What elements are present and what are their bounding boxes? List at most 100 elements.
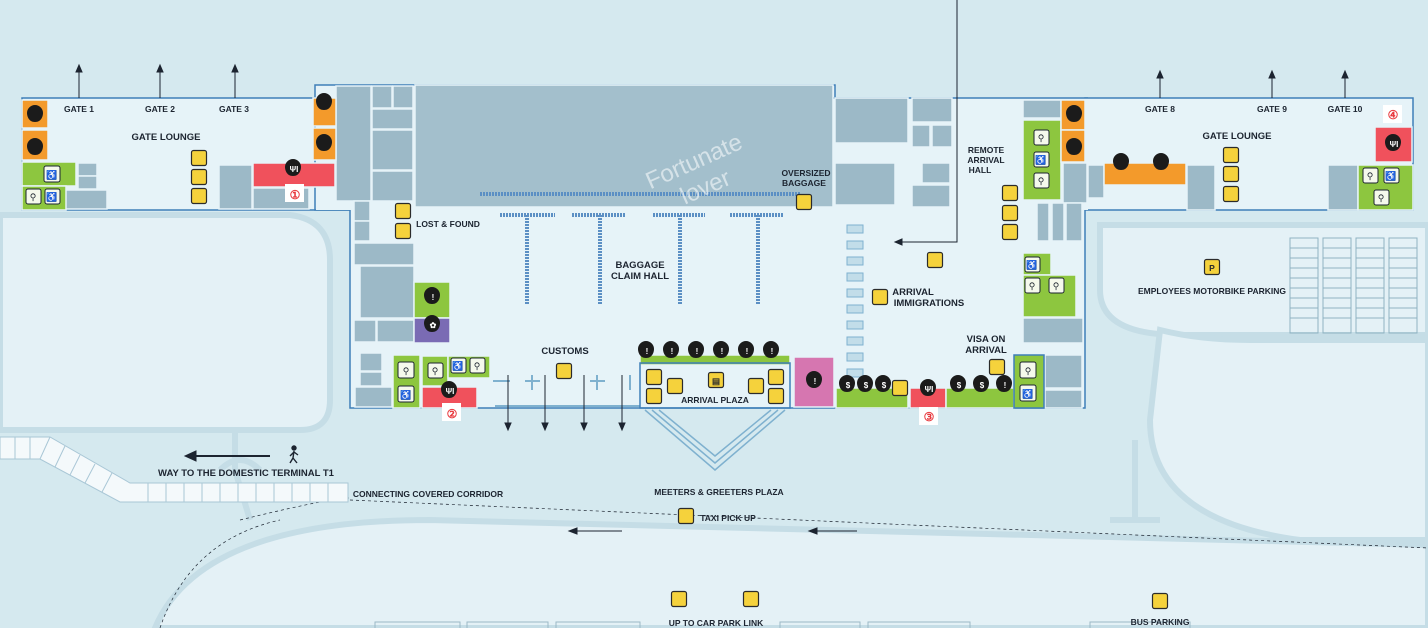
arrival-plaza-label: ARRIVAL PLAZA bbox=[681, 395, 749, 405]
shop-icon[interactable] bbox=[190, 149, 208, 167]
svg-text:P: P bbox=[1209, 263, 1215, 273]
gate-lounge-right-label: GATE LOUNGE bbox=[1203, 131, 1272, 142]
covered-corridor-label: CONNECTING COVERED CORRIDOR bbox=[353, 489, 503, 499]
baby-care-icon bbox=[1362, 167, 1379, 184]
shop-icon[interactable] bbox=[742, 590, 760, 608]
shop-icon[interactable] bbox=[1222, 146, 1240, 164]
baby-care-icon bbox=[1024, 277, 1041, 294]
customs-booths bbox=[493, 375, 640, 407]
baggage-claim-label-2: CLAIM HALL bbox=[611, 271, 669, 282]
bus-icon[interactable] bbox=[1151, 592, 1169, 610]
accessible-toilet-icon bbox=[1024, 256, 1041, 273]
customs-icon[interactable] bbox=[555, 362, 573, 380]
gate-labels: GATE 1 GATE 2 GATE 3 GATE 8 GATE 9 GATE … bbox=[64, 104, 1363, 114]
motorbike-parking-lots bbox=[1289, 237, 1418, 334]
svg-text:ΨΙ: ΨΙ bbox=[925, 385, 934, 394]
flow-arrows bbox=[75, 0, 1349, 535]
escalator-icon[interactable] bbox=[190, 168, 208, 186]
lockers-pin-icon[interactable] bbox=[27, 138, 43, 155]
stairs-icon[interactable] bbox=[670, 590, 688, 608]
svg-text:!: ! bbox=[771, 347, 774, 356]
arrival-plaza-area bbox=[639, 362, 791, 409]
lockers-pin-icon[interactable] bbox=[1066, 138, 1082, 155]
svg-text:⚲: ⚲ bbox=[1038, 176, 1045, 186]
gate-2-label: GATE 2 bbox=[145, 104, 175, 114]
lockers-pin-icon[interactable] bbox=[316, 93, 332, 110]
stairs-icon[interactable] bbox=[1222, 185, 1240, 203]
remote-arrival-label-3: HALL bbox=[969, 165, 992, 175]
lockers-pin-icon[interactable] bbox=[27, 105, 43, 122]
svg-text:⚲: ⚲ bbox=[1053, 281, 1060, 291]
lockers-pin-icon[interactable] bbox=[1066, 105, 1082, 122]
shop-icon[interactable] bbox=[1001, 184, 1019, 202]
svg-text:!: ! bbox=[1004, 381, 1007, 390]
restaurant-number-3: ③ bbox=[924, 410, 935, 424]
connecting-corridor bbox=[0, 436, 349, 503]
stairs-icon[interactable] bbox=[747, 377, 765, 395]
restroom-icon bbox=[1373, 189, 1390, 206]
taxi-icon[interactable] bbox=[677, 507, 695, 525]
visa-arrival-label-2: ARRIVAL bbox=[965, 345, 1007, 356]
svg-text:♿: ♿ bbox=[1385, 170, 1396, 181]
svg-text:ΨΙ: ΨΙ bbox=[446, 387, 455, 396]
svg-text:!: ! bbox=[671, 347, 674, 356]
shop-icon[interactable] bbox=[645, 368, 663, 386]
svg-text:⚲: ⚲ bbox=[1378, 193, 1385, 203]
restaurant-number-2: ② bbox=[447, 407, 458, 421]
svg-text:!: ! bbox=[746, 347, 749, 356]
shop-pin-icon[interactable] bbox=[1153, 153, 1169, 170]
accessible-toilet-icon bbox=[44, 188, 61, 205]
amenity-glyphs: ♿⚲♿ ⚲♿⚲ ♿⚲ ⚲♿ ⚲♿⚲ ♿⚲⚲ ⚲♿⚲ bbox=[30, 133, 1397, 400]
accessible-toilet-icon bbox=[1019, 384, 1037, 402]
svg-text:!: ! bbox=[721, 347, 724, 356]
svg-text:♿: ♿ bbox=[46, 191, 57, 202]
restroom-icon bbox=[25, 188, 42, 205]
car-park-link-label: UP TO CAR PARK LINK bbox=[669, 618, 764, 628]
stairs-icon[interactable] bbox=[1001, 223, 1019, 241]
oversized-label-1: OVERSIZED bbox=[781, 168, 830, 178]
svg-text:⚲: ⚲ bbox=[1367, 171, 1374, 181]
escalator-icon[interactable] bbox=[1222, 165, 1240, 183]
accessible-toilet-icon bbox=[397, 385, 415, 403]
shop-icon[interactable] bbox=[767, 368, 785, 386]
restroom-icon bbox=[397, 361, 415, 379]
svg-text:⚲: ⚲ bbox=[1029, 281, 1036, 291]
oversized-baggage-icon[interactable] bbox=[795, 193, 813, 211]
building-blocks bbox=[64, 84, 1359, 409]
lockers-pin-icon[interactable] bbox=[316, 134, 332, 151]
gate-8-label: GATE 8 bbox=[1145, 104, 1175, 114]
area-labels: GATE LOUNGE GATE LOUNGE LOST & FOUND BAG… bbox=[132, 131, 1287, 628]
gate-1-label: GATE 1 bbox=[64, 104, 94, 114]
stairs-icon[interactable] bbox=[190, 187, 208, 205]
escalator-icon[interactable] bbox=[767, 387, 785, 405]
amenity-icons bbox=[25, 129, 1400, 403]
lost-found-icon[interactable] bbox=[394, 202, 412, 220]
immigration-booths bbox=[846, 224, 864, 378]
svg-text:✿: ✿ bbox=[430, 321, 437, 330]
escalator-icon[interactable] bbox=[645, 387, 663, 405]
greeters-funnel bbox=[644, 409, 786, 471]
domestic-terminal-label: WAY TO THE DOMESTIC TERMINAL T1 bbox=[158, 468, 335, 479]
visa-icon[interactable] bbox=[988, 358, 1006, 376]
restaurant-number-4: ④ bbox=[1388, 108, 1399, 122]
thermometer-icon[interactable] bbox=[926, 251, 944, 269]
taxi-pickup-label: TAXI PICK UP bbox=[700, 513, 756, 523]
visa-arrival-label-1: VISA ON bbox=[967, 334, 1006, 345]
accessible-toilet-icon bbox=[1383, 167, 1400, 184]
svg-text:$: $ bbox=[957, 381, 962, 390]
svg-text:⚲: ⚲ bbox=[1025, 366, 1032, 376]
facility-icon-glyphs: P ▤ bbox=[712, 263, 1215, 386]
svg-text:▤: ▤ bbox=[712, 376, 720, 386]
customs-label: CUSTOMS bbox=[541, 346, 588, 357]
oversized-label-2: BAGGAGE bbox=[782, 178, 826, 188]
immigration-icon[interactable] bbox=[871, 288, 889, 306]
sim-card-icon[interactable] bbox=[891, 379, 909, 397]
escalator-icon[interactable] bbox=[1001, 204, 1019, 222]
svg-text:⚲: ⚲ bbox=[474, 361, 481, 371]
stairs-icon[interactable] bbox=[666, 377, 684, 395]
ground-shapes bbox=[0, 212, 1428, 628]
shop-pin-icon[interactable] bbox=[1113, 153, 1129, 170]
lost-found-icon[interactable] bbox=[394, 222, 412, 240]
remote-arrival-label-1: REMOTE bbox=[968, 145, 1005, 155]
svg-text:$: $ bbox=[864, 381, 869, 390]
